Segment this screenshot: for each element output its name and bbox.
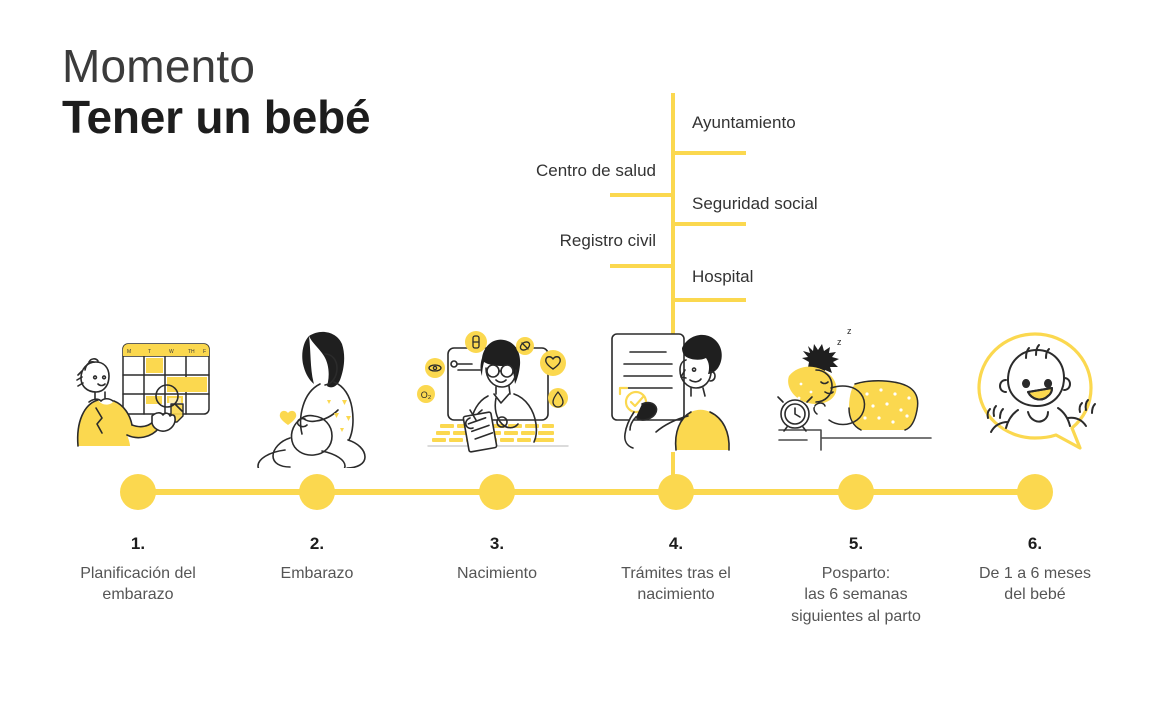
document-signing-illustration xyxy=(590,318,765,468)
entity-tick-right xyxy=(673,298,746,302)
entity-label: Centro de salud xyxy=(535,161,656,180)
svg-text:TH: TH xyxy=(188,349,195,355)
svg-text:z: z xyxy=(847,326,852,336)
sleeping-person-illustration: z z xyxy=(769,318,944,468)
step-label: Trámites tras el nacimiento xyxy=(621,565,731,604)
step-label: Planificación del embarazo xyxy=(80,565,196,604)
entity-axis-line xyxy=(671,93,675,341)
timeline-dot-step-6[interactable] xyxy=(1017,474,1053,510)
page-title: Momento Tener un bebé xyxy=(62,40,371,143)
pregnant-woman-illustration xyxy=(230,318,405,468)
step-label: Embarazo xyxy=(280,565,354,583)
timeline-dot-step-5[interactable] xyxy=(838,474,874,510)
step-caption-1: 1. Planificación del embarazo xyxy=(38,533,238,606)
timeline-dot-step-4[interactable] xyxy=(658,474,694,510)
entity-tick-right xyxy=(673,222,746,226)
entity-label: Hospital xyxy=(692,267,754,286)
entity-tick-left xyxy=(610,264,675,268)
entity-label: Registro civil xyxy=(559,231,656,250)
svg-text:O₂: O₂ xyxy=(421,390,432,400)
step-number: 3. xyxy=(489,534,505,553)
step-caption-6: 6. De 1 a 6 meses del bebé xyxy=(935,533,1135,606)
title-main: Tener un bebé xyxy=(62,90,371,143)
svg-text:T: T xyxy=(148,349,151,355)
entity-tick-left xyxy=(610,193,675,197)
step-label: Nacimiento xyxy=(456,565,538,583)
step-number: 6. xyxy=(1027,534,1043,553)
step-number: 5. xyxy=(848,534,864,553)
svg-text:z: z xyxy=(837,337,842,347)
illustration-row: M T W TH F xyxy=(0,318,1167,468)
step-label: De 1 a 6 meses del bebé xyxy=(978,565,1092,604)
doctor-laptop-illustration: O₂ xyxy=(410,318,585,468)
step-caption-3: 3. Nacimiento xyxy=(397,533,597,584)
step-label: Posparto: las 6 semanas siguientes al pa… xyxy=(791,565,921,625)
svg-text:W: W xyxy=(169,349,174,355)
step-caption-2: 2. Embarazo xyxy=(217,533,417,584)
calendar-planning-illustration: M T W TH F xyxy=(51,318,226,468)
svg-text:M: M xyxy=(127,349,131,355)
entity-tick-right xyxy=(673,151,746,155)
step-number: 2. xyxy=(309,534,325,553)
step-caption-4: 4. Trámites tras el nacimiento xyxy=(576,533,776,606)
baby-speech-bubble-illustration xyxy=(948,318,1123,468)
timeline-axis xyxy=(138,489,1035,495)
timeline-dot-step-3[interactable] xyxy=(479,474,515,510)
entity-label: Ayuntamiento xyxy=(692,113,796,132)
title-kicker: Momento xyxy=(62,40,256,92)
svg-text:F: F xyxy=(203,349,206,355)
timeline-dot-step-1[interactable] xyxy=(120,474,156,510)
step-number: 1. xyxy=(130,534,146,553)
timeline-dot-step-2[interactable] xyxy=(299,474,335,510)
step-number: 4. xyxy=(668,534,684,553)
step-caption-5: 5. Posparto: las 6 semanas siguientes al … xyxy=(756,533,956,627)
entity-label: Seguridad social xyxy=(692,194,818,213)
entity-axis-line-lower xyxy=(671,452,675,494)
